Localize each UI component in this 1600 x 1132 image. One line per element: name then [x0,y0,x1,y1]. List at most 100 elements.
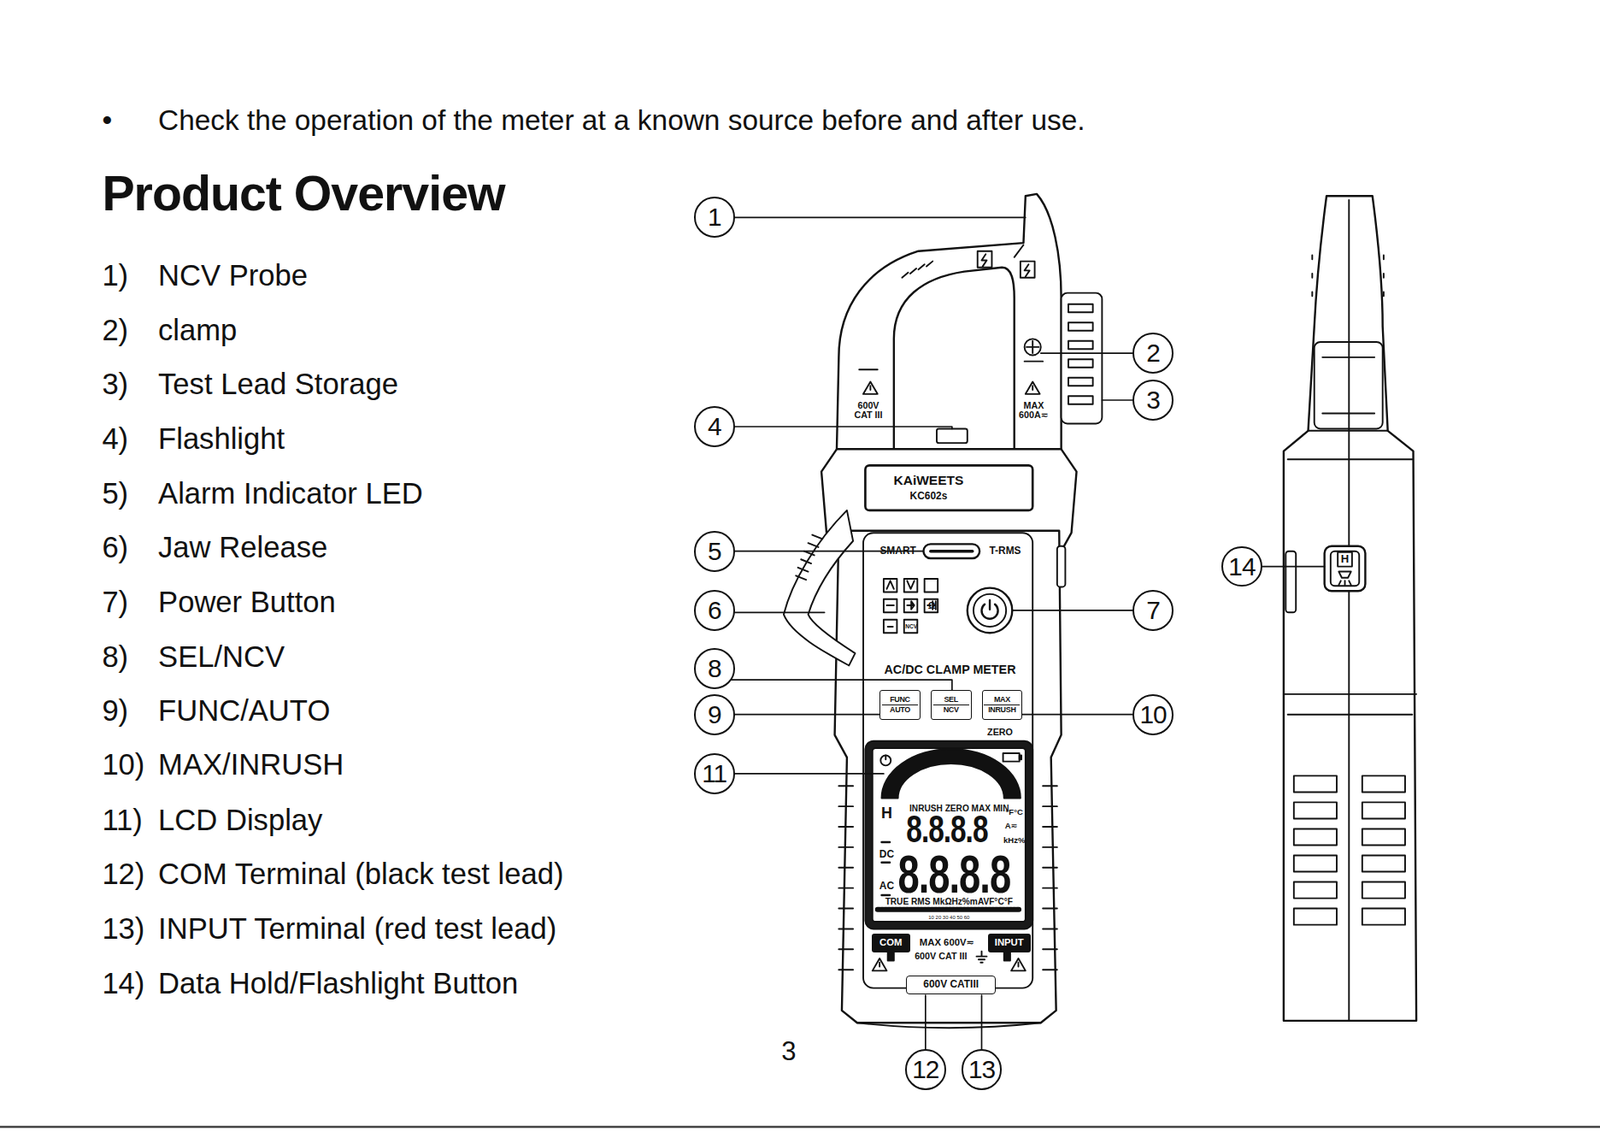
panel-marking: ZERO [987,727,1013,738]
lcd-display [864,741,1033,930]
flashlight [936,428,968,443]
panel-marking: SMART [879,545,916,557]
terminal-markings [1004,952,1011,961]
callout-number: 4 [694,405,736,448]
lcd-segment: kHz% [1003,835,1025,845]
meter-side-view [1314,341,1383,429]
function-icons [904,619,918,634]
leader-line [735,611,825,613]
meter-body [1042,785,1058,970]
terminal-label: COM [871,933,911,952]
part-name: SEL/NCV [158,640,285,673]
flashlight [936,428,968,443]
panel-marking: AC/DC CLAMP METER [884,664,1017,678]
hold-flashlight-button [1324,546,1366,592]
clamp-jaw [836,194,1062,449]
meter-body [863,532,1033,988]
clamp-jaw [1025,382,1041,395]
part-name: Jaw Release [158,530,328,564]
clamp-jaw [1020,261,1036,278]
terminal-label: INPUT [988,933,1031,952]
leader-line [735,713,881,716]
part-name: FUNC/AUTO [158,694,330,727]
meter-button: SELNCV [930,689,972,720]
callout-number: 13 [961,1048,1003,1090]
node-text: AUTO [882,705,918,715]
meter-body [857,1022,1042,1028]
callout-digit: 5 [707,538,722,565]
terminal-markings [1011,958,1026,971]
lcd-display [880,754,891,765]
meter-side-view [1347,200,1350,1021]
clamp-jaw [1024,338,1042,355]
function-icon: NCV [905,623,918,630]
clamp-jaw [1026,341,1039,353]
terminal-markings [888,952,895,961]
meter-side-view [1283,195,1417,1021]
callout-number: 2 [1132,332,1174,374]
part-name: LCD Display [158,803,323,836]
leader-line [1022,713,1133,716]
clamp-jaw [863,382,878,395]
meter-side-view [1322,357,1375,414]
list-number: 6) [101,530,129,564]
leader-line [1101,399,1133,401]
part-name: MAX/INRUSH [158,747,344,781]
part-name: Flashlight [158,422,285,455]
node-text: FUNC [882,694,918,706]
part-name: Test Lead Storage [158,367,399,400]
terminal-rating: 600V CAT III [914,951,967,962]
clamp-jaw [836,194,1062,449]
node-text: INRUSH [983,705,1020,715]
meter-body [864,464,1033,511]
list-number: 7) [101,585,129,618]
terminal-rating: MAX 600V≂ [919,936,975,948]
callout-digit: 3 [1146,387,1160,413]
leader-line [735,772,884,775]
jaw-release-lever [783,510,856,665]
list-number: 4) [101,422,129,455]
lcd-segment: TRUE RMS MkΩHz%mAVF°C°F [885,897,1013,907]
brand-name: KAiWEETS [893,473,964,489]
hold-flashlight-button [1324,546,1366,592]
callout-number: 3 [1132,379,1174,421]
lcd-segment: H [881,805,893,823]
node-text: NCV [933,705,970,715]
alarm-led [923,543,980,559]
clamp-jaw [1014,245,1024,258]
part-name: COM Terminal (black test lead) [158,857,564,890]
hold-flashlight-button [1330,551,1359,587]
part-name: clamp [158,313,237,347]
page-rule [0,1125,1600,1128]
meter-side-view [1311,254,1384,296]
lcd-scale: 10 20 30 40 50 60 [928,914,970,921]
part-name: Power Button [158,585,336,618]
list-number: 10) [101,747,145,781]
list-number: 2) [101,313,129,347]
lcd-segment: DC [879,849,895,861]
list-number: 5) [101,476,129,510]
function-icons [886,580,936,627]
clamp-jaw [977,251,993,268]
meter-side-view [1285,551,1296,613]
meter-body [1057,546,1066,588]
function-icons [883,578,938,633]
callout-digit: 1 [707,204,722,230]
list-number: 14) [101,966,145,1000]
callout-digit: 10 [1139,701,1166,728]
leader-line [924,994,927,1049]
meter-button: MAXINRUSH [982,689,1024,720]
meter-side-view [1283,430,1417,715]
callout-digit: 12 [911,1056,939,1083]
meter-button: FUNCAUTO [879,689,921,720]
list-number: 9) [101,694,129,727]
hold-flashlight-button [1338,571,1351,586]
part-name: INPUT Terminal (red test lead) [158,911,557,945]
callout-digit: 8 [707,655,722,682]
lcd-display [911,775,990,792]
alarm-led [923,543,980,559]
power-button [973,594,1006,627]
node-text: COM [879,937,902,948]
function-icon: Ω [928,600,936,612]
callout-digit: 7 [1146,597,1160,624]
